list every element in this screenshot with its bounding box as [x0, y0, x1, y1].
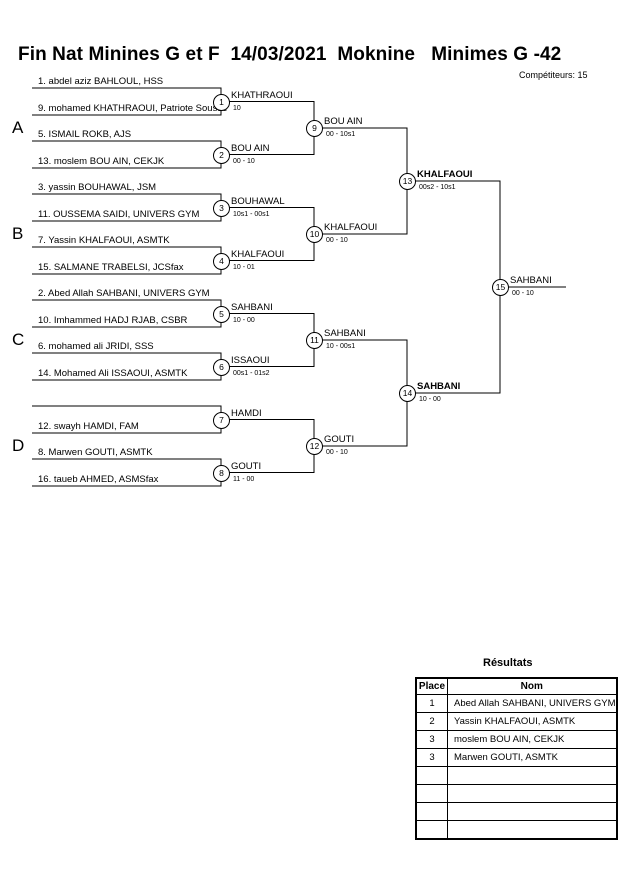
page-title: Fin Nat Minines G et F 14/03/2021 Moknin…: [18, 44, 562, 65]
match-score: 10s1 - 00s1: [233, 210, 270, 218]
result-name: Marwen GOUTI, ASMTK: [446, 748, 618, 767]
entry-name: 11. OUSSEMA SAIDI, UNIVERS GYM: [38, 209, 200, 220]
results-row: [415, 802, 618, 821]
match-winner: KHATHRAOUI: [231, 89, 293, 101]
result-place: [415, 784, 448, 803]
result-name: [446, 766, 618, 785]
result-place: 3: [415, 748, 448, 767]
pool-label-d: D: [12, 436, 25, 455]
result-place: 2: [415, 712, 448, 731]
result-place: 3: [415, 730, 448, 749]
results-header-row: Place Nom: [415, 677, 618, 695]
match-winner: ISSAOUI: [231, 354, 270, 366]
result-place: 1: [415, 694, 448, 713]
result-name: [446, 784, 618, 803]
match-score: 00 - 10: [512, 290, 534, 297]
match-winner: GOUTI: [231, 460, 262, 472]
entry-name: 16. taueb AHMED, ASMSfax: [38, 474, 159, 485]
match-number: 6: [213, 358, 230, 376]
entry-name: 3. yassin BOUHAWAL, JSM: [38, 182, 157, 193]
pool-label-a: A: [12, 118, 24, 137]
entry-name: 13. moslem BOU AIN, CEKJK: [38, 156, 165, 167]
competitor-count: Compétiteurs: 15: [519, 70, 588, 80]
match-winner: BOU AIN: [324, 116, 363, 127]
match-winner: GOUTI: [324, 434, 355, 445]
result-place: [415, 802, 448, 821]
match-number: 8: [213, 464, 230, 482]
result-place: [415, 766, 448, 785]
match-number: 10: [306, 226, 323, 243]
result-name: Yassin KHALFAOUI, ASMTK: [446, 712, 618, 731]
match-score: 10 - 00: [233, 316, 255, 324]
match-score: 00s2 - 10s1: [419, 184, 456, 191]
results-title: Résultats: [483, 657, 533, 669]
entry-name: 6. mohamed ali JRIDI, SSS: [38, 341, 154, 352]
match-score: 10 - 00: [419, 396, 441, 403]
results-header-place: Place: [415, 677, 448, 695]
pool-label-c: C: [12, 330, 25, 349]
results-row: [415, 820, 618, 840]
match-score: 00 - 10s1: [326, 131, 356, 138]
result-name: [446, 802, 618, 821]
match-winner: BOU AIN: [231, 142, 270, 154]
entry-name: 12. swayh HAMDI, FAM: [38, 421, 139, 432]
match-number: 14: [399, 385, 416, 402]
match-winner: SAHBANI: [324, 328, 366, 339]
entry-name: 7. Yassin KHALFAOUI, ASMTK: [38, 235, 170, 246]
match-number: 15: [492, 279, 509, 296]
match-score: 00 - 10: [326, 237, 348, 244]
match-winner: SAHBANI: [510, 275, 552, 286]
match-winner: SAHBANI: [231, 301, 273, 313]
pool-label-b: B: [12, 224, 24, 243]
match-winner: KHALFAOUI: [324, 222, 378, 233]
entry-name: 14. Mohamed Ali ISSAOUI, ASMTK: [38, 368, 188, 379]
match-score: 00 - 10: [326, 449, 348, 456]
match-score: 00s1 - 01s2: [233, 369, 270, 377]
match-score: 11 - 00: [233, 475, 255, 483]
match-winner: KHALFAOUI: [417, 169, 473, 180]
match-number: 4: [213, 252, 230, 270]
match-number: 7: [213, 411, 230, 429]
match-number: 13: [399, 173, 416, 190]
match-number: 5: [213, 305, 230, 323]
results-header-name: Nom: [446, 677, 618, 695]
entry-name: 10. Imhammed HADJ RJAB, CSBR: [38, 315, 188, 326]
match-winner: HAMDI: [231, 407, 262, 419]
entry-name: 1. abdel aziz BAHLOUL, HSS: [38, 76, 164, 87]
match-number: 2: [213, 146, 230, 164]
match-winner: SAHBANI: [417, 381, 461, 392]
match-number: 1: [213, 93, 230, 111]
match-number: 9: [306, 120, 323, 137]
match-winner: KHALFAOUI: [231, 248, 285, 260]
match-score: 10 - 01: [233, 263, 255, 271]
match-score: 10: [233, 104, 241, 112]
entry-name: 9. mohamed KHATHRAOUI, Patriote Sousse: [38, 103, 228, 114]
result-name: Abed Allah SAHBANI, UNIVERS GYM: [446, 694, 618, 713]
entry-name: 8. Marwen GOUTI, ASMTK: [38, 447, 153, 458]
results-row: [415, 766, 618, 785]
result-name: [446, 820, 618, 840]
entry-name: 2. Abed Allah SAHBANI, UNIVERS GYM: [38, 288, 210, 299]
match-winner: BOUHAWAL: [231, 195, 285, 207]
match-score: 10 - 00s1: [326, 343, 356, 350]
match-number: 11: [306, 332, 323, 349]
match-score: 00 - 10: [233, 157, 255, 165]
entry-name: 5. ISMAIL ROKB, AJS: [38, 129, 132, 140]
match-number: 12: [306, 438, 323, 455]
result-place: [415, 820, 448, 840]
results-row: [415, 784, 618, 803]
match-number: 3: [213, 199, 230, 217]
result-name: moslem BOU AIN, CEKJK: [446, 730, 618, 749]
entry-name: 15. SALMANE TRABELSI, JCSfax: [38, 262, 184, 273]
